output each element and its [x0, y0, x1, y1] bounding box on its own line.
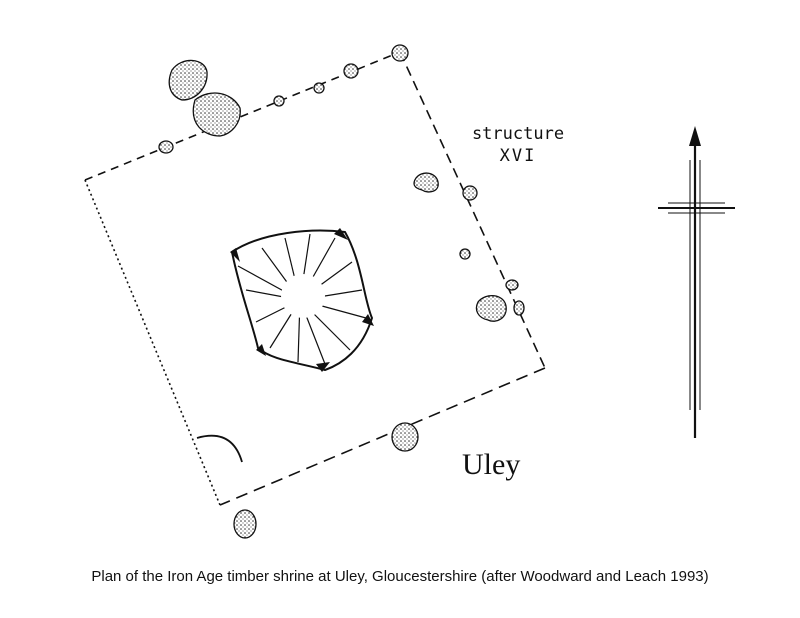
site-plan [84, 44, 735, 539]
posthole-e5 [475, 295, 507, 322]
posthole-nw-upper [168, 59, 208, 101]
posthole-n4 [343, 63, 359, 79]
posthole-n2 [273, 95, 285, 107]
structure-label: structure [471, 124, 565, 144]
posthole-e2 [462, 185, 478, 201]
posthole-e1 [413, 172, 439, 193]
curved-gully [196, 434, 243, 463]
wall-south [219, 367, 546, 506]
central-pit-icon [230, 228, 374, 372]
posthole-n3 [313, 82, 325, 94]
figure-caption: Plan of the Iron Age timber shrine at Ul… [91, 568, 709, 585]
wall-east [399, 51, 546, 369]
north-arrow-icon [658, 126, 735, 438]
posthole-e3 [459, 248, 471, 260]
structure-number: XVI [499, 146, 537, 166]
posthole-e6 [513, 300, 525, 316]
posthole-n1 [158, 140, 174, 154]
posthole-sw [233, 509, 257, 539]
wall-west [84, 179, 221, 506]
posthole-corner-ne [391, 44, 409, 62]
posthole-s1 [391, 422, 419, 452]
site-label: Uley [462, 448, 521, 481]
posthole-e4 [505, 279, 519, 291]
posthole-large-nw [192, 92, 241, 137]
postholes [158, 44, 525, 539]
